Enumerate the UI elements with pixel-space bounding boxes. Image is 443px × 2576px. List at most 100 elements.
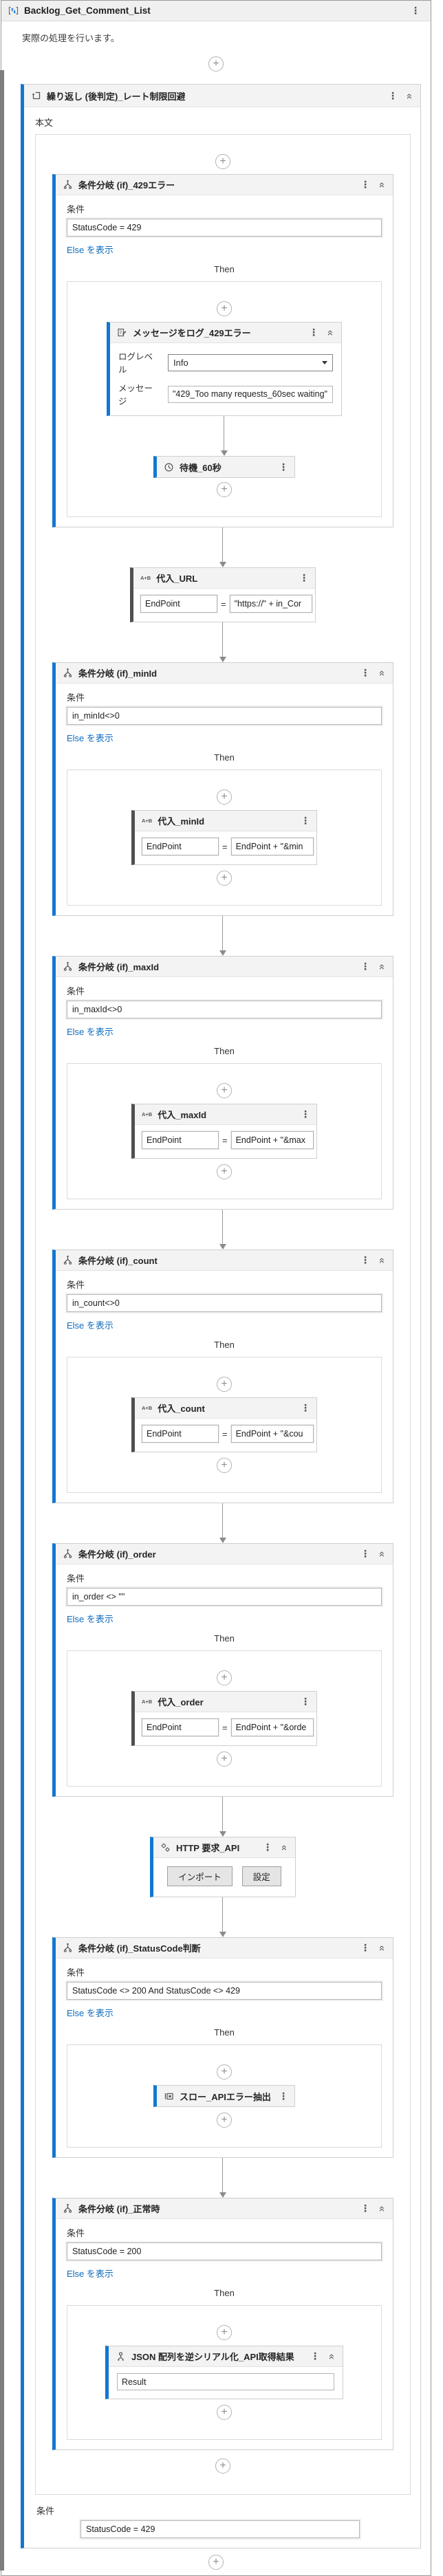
dowhile-condition-input[interactable] [79, 2519, 361, 2540]
more-options-icon[interactable] [360, 1942, 371, 1954]
collapse-icon[interactable] [376, 961, 387, 972]
show-else-link[interactable]: Else を表示 [67, 2269, 114, 2279]
assign-to-input[interactable] [141, 1424, 219, 1443]
log-message-header[interactable]: メッセージをログ_429エラー [110, 323, 341, 343]
more-options-icon[interactable] [262, 1842, 273, 1853]
assign-value-input[interactable] [230, 1718, 314, 1737]
collapse-icon[interactable] [376, 179, 387, 190]
add-activity-icon[interactable] [215, 2458, 230, 2474]
condition-input[interactable] [65, 1293, 383, 1313]
show-else-link[interactable]: Else を表示 [67, 1320, 114, 1331]
assign-value-input[interactable] [228, 594, 313, 613]
show-else-link[interactable]: Else を表示 [67, 1614, 114, 1624]
add-activity-icon[interactable] [217, 1083, 232, 1098]
assign-header[interactable]: A+B 代入_minId [135, 811, 316, 831]
import-button[interactable]: インポート [167, 1866, 233, 1886]
if-header[interactable]: 条件分岐 (if)_minId [56, 663, 393, 684]
condition-input[interactable] [65, 1980, 383, 2001]
assign-to-input[interactable] [141, 837, 219, 856]
workflow-header[interactable]: Backlog_Get_Comment_List [1, 1, 431, 21]
condition-input[interactable] [65, 1586, 383, 1607]
assign-to-input[interactable] [140, 594, 218, 613]
show-else-link[interactable]: Else を表示 [67, 2008, 114, 2018]
collapse-icon[interactable] [325, 327, 336, 338]
add-activity-icon[interactable] [217, 2405, 232, 2420]
more-options-icon[interactable] [410, 5, 421, 17]
collapse-icon[interactable] [279, 1842, 290, 1853]
add-activity-icon[interactable] [217, 789, 232, 805]
assign-header[interactable]: A+B 代入_URL [133, 568, 315, 589]
if-header[interactable]: 条件分岐 (if)_maxId [56, 957, 393, 977]
sequence-box: 条件分岐 (if)_429エラー 条件 Else を表示 Then [35, 134, 411, 2495]
more-options-icon[interactable] [300, 1402, 311, 1414]
show-else-link[interactable]: Else を表示 [67, 733, 114, 743]
more-options-icon[interactable] [278, 2091, 289, 2102]
add-activity-icon[interactable] [217, 1377, 232, 1392]
more-options-icon[interactable] [360, 667, 371, 679]
add-activity-icon[interactable] [217, 871, 232, 886]
more-options-icon[interactable] [310, 2350, 321, 2362]
add-activity-icon[interactable] [217, 2064, 232, 2080]
add-activity-icon[interactable] [217, 301, 232, 316]
if-header[interactable]: 条件分岐 (if)_429エラー [56, 175, 393, 195]
assign-value-input[interactable] [230, 1131, 314, 1150]
if-header[interactable]: 条件分岐 (if)_StatusCode判断 [56, 1938, 393, 1958]
condition-input[interactable] [65, 2241, 383, 2262]
add-activity-icon[interactable] [217, 1670, 232, 1685]
if-header[interactable]: 条件分岐 (if)_count [56, 1250, 393, 1271]
more-options-icon[interactable] [308, 327, 319, 338]
collapse-icon[interactable] [376, 1943, 387, 1953]
add-activity-icon[interactable] [217, 1458, 232, 1473]
more-options-icon[interactable] [300, 1696, 311, 1707]
settings-button[interactable]: 設定 [241, 1866, 281, 1886]
assign-header[interactable]: A+B 代入_count [135, 1398, 316, 1419]
assign-to-input[interactable] [141, 1718, 219, 1737]
assign-ab-icon: A+B [142, 1699, 153, 1705]
collapse-icon[interactable] [376, 2203, 387, 2214]
add-activity-icon[interactable] [217, 1751, 232, 1767]
add-activity-icon[interactable] [208, 2555, 224, 2570]
add-activity-icon[interactable] [217, 2113, 232, 2128]
add-activity-icon[interactable] [208, 56, 224, 72]
condition-input[interactable] [65, 999, 383, 1020]
delay-header[interactable]: 待機_60秒 [157, 457, 294, 477]
if-header[interactable]: 条件分岐 (if)_order [56, 1544, 393, 1564]
add-activity-icon[interactable] [215, 154, 230, 169]
more-options-icon[interactable] [360, 1548, 371, 1560]
collapse-icon[interactable] [404, 91, 415, 101]
assign-header[interactable]: A+B 代入_maxId [135, 1104, 316, 1125]
if-header[interactable]: 条件分岐 (if)_正常時 [56, 2198, 393, 2219]
more-options-icon[interactable] [387, 90, 398, 102]
assign-value-input[interactable] [230, 837, 314, 856]
collapse-icon[interactable] [376, 1255, 387, 1265]
collapse-icon[interactable] [376, 668, 387, 678]
throw-header[interactable]: スロー_APIエラー抽出 [157, 2086, 294, 2106]
collapse-icon[interactable] [326, 2351, 337, 2361]
more-options-icon[interactable] [300, 815, 311, 827]
more-options-icon[interactable] [360, 1254, 371, 1266]
deserialize-json-header[interactable]: JSON 配列を逆シリアル化_API取得結果 [109, 2346, 343, 2367]
add-activity-icon[interactable] [217, 2325, 232, 2340]
flow-arrow [219, 527, 227, 567]
show-else-link[interactable]: Else を表示 [67, 245, 114, 255]
more-options-icon[interactable] [360, 2203, 371, 2214]
more-options-icon[interactable] [278, 461, 289, 473]
log-level-select[interactable]: Info [168, 353, 333, 371]
add-activity-icon[interactable] [217, 482, 232, 497]
condition-input[interactable] [65, 706, 383, 726]
collapse-icon[interactable] [376, 1549, 387, 1559]
show-else-link[interactable]: Else を表示 [67, 1027, 114, 1037]
condition-input[interactable] [65, 217, 383, 238]
assign-header[interactable]: A+B 代入_order [135, 1692, 316, 1712]
assign-value-input[interactable] [230, 1424, 314, 1443]
more-options-icon[interactable] [360, 961, 371, 972]
assign-to-input[interactable] [141, 1131, 219, 1150]
json-input[interactable] [117, 2373, 334, 2390]
more-options-icon[interactable] [299, 572, 310, 584]
http-request-header[interactable]: HTTP 要求_API [153, 1837, 295, 1858]
log-message-input[interactable] [168, 385, 333, 403]
more-options-icon[interactable] [300, 1109, 311, 1120]
add-activity-icon[interactable] [217, 1164, 232, 1179]
more-options-icon[interactable] [360, 179, 371, 190]
dowhile-header[interactable]: 繰り返し (後判定)_レート制限回避 [24, 85, 420, 107]
